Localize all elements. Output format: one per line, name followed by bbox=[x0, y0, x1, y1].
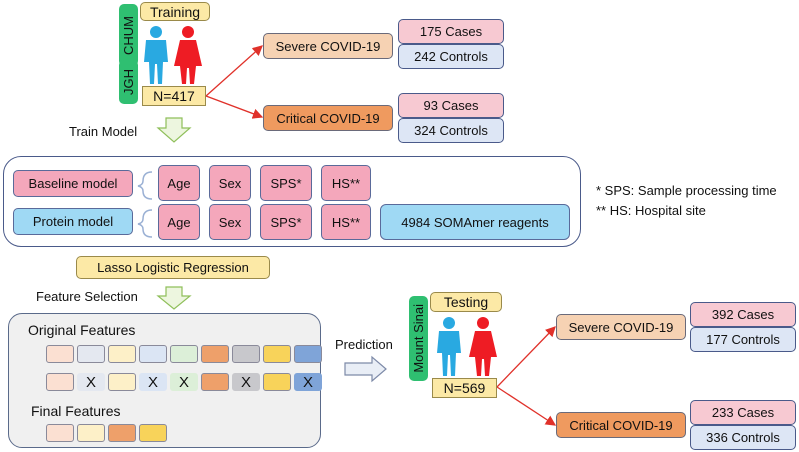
testing-critical-box: Critical COVID-19 bbox=[556, 412, 686, 438]
feature-cell bbox=[108, 373, 136, 391]
feature-cell bbox=[263, 345, 291, 363]
male-figure-icon bbox=[144, 26, 168, 84]
train-model-label: Train Model bbox=[69, 124, 138, 139]
removed-mark: X bbox=[240, 373, 251, 391]
site-jgh-text: JGH bbox=[121, 69, 136, 95]
feature-cell bbox=[139, 345, 167, 363]
training-severe-box: Severe COVID-19 bbox=[263, 33, 393, 59]
feature-cell bbox=[201, 345, 229, 363]
feature-cell bbox=[77, 424, 105, 442]
note-hs: ** HS: Hospital site bbox=[596, 203, 706, 218]
protein-feature-hs: HS** bbox=[321, 204, 371, 240]
testing-label: Testing bbox=[430, 292, 502, 312]
original-features-label: Original Features bbox=[28, 322, 136, 338]
feature-cell bbox=[170, 345, 198, 363]
down-arrow-feature bbox=[156, 286, 192, 310]
training-label: Training bbox=[140, 2, 210, 21]
down-arrow-train bbox=[156, 117, 192, 143]
feature-cell bbox=[46, 424, 74, 442]
arrow-train-critical bbox=[205, 95, 264, 119]
arrow-train-severe bbox=[205, 45, 263, 97]
baseline-model-box: Baseline model bbox=[13, 170, 133, 197]
prediction-label: Prediction bbox=[335, 337, 393, 352]
feature-cell bbox=[232, 345, 260, 363]
feature-cell bbox=[139, 424, 167, 442]
training-critical-controls: 324 Controls bbox=[398, 118, 504, 143]
final-features-label: Final Features bbox=[31, 403, 121, 419]
baseline-feature-sps: SPS* bbox=[260, 165, 312, 201]
female-figure-icon bbox=[469, 317, 497, 376]
removed-mark: X bbox=[147, 373, 158, 391]
feature-cell: X bbox=[77, 373, 105, 391]
training-n: N=417 bbox=[142, 86, 206, 106]
note-sps: * SPS: Sample processing time bbox=[596, 183, 777, 198]
feature-selection-label: Feature Selection bbox=[36, 289, 138, 304]
female-figure-icon bbox=[174, 26, 202, 84]
site-tag-chum: CHUM bbox=[119, 4, 138, 66]
male-figure-icon bbox=[437, 317, 461, 376]
training-critical-cases: 93 Cases bbox=[398, 93, 504, 118]
feature-cell bbox=[108, 345, 136, 363]
baseline-feature-hs: HS** bbox=[321, 165, 371, 201]
feature-cell: X bbox=[232, 373, 260, 391]
arrow-test-critical bbox=[496, 386, 557, 426]
site-chum-text: CHUM bbox=[121, 15, 136, 55]
baseline-feature-age: Age bbox=[158, 165, 200, 201]
protein-feature-sex: Sex bbox=[209, 204, 251, 240]
testing-severe-box: Severe COVID-19 bbox=[556, 314, 686, 340]
removed-mark: X bbox=[302, 373, 313, 391]
feature-cell: X bbox=[139, 373, 167, 391]
protein-feature-sps: SPS* bbox=[260, 204, 312, 240]
training-critical-box: Critical COVID-19 bbox=[263, 105, 393, 131]
feature-cell bbox=[263, 373, 291, 391]
model-panel bbox=[3, 156, 581, 247]
bracket-baseline bbox=[137, 171, 153, 200]
feature-cell bbox=[201, 373, 229, 391]
feature-cell bbox=[77, 345, 105, 363]
protein-feature-age: Age bbox=[158, 204, 200, 240]
feature-cell: X bbox=[170, 373, 198, 391]
testing-critical-controls: 336 Controls bbox=[690, 425, 796, 450]
feature-cell: X bbox=[294, 373, 322, 391]
feature-cell bbox=[108, 424, 136, 442]
bracket-protein bbox=[137, 209, 153, 238]
testing-n: N=569 bbox=[432, 378, 497, 398]
prediction-arrow bbox=[344, 355, 387, 383]
training-severe-cases: 175 Cases bbox=[398, 19, 504, 44]
site-mount-sinai-text: Mount Sinai bbox=[411, 304, 426, 373]
site-tag-jgh: JGH bbox=[119, 60, 138, 104]
feature-cell bbox=[46, 373, 74, 391]
site-tag-mount-sinai: Mount Sinai bbox=[409, 296, 428, 381]
training-severe-controls: 242 Controls bbox=[398, 44, 504, 69]
lasso-box: Lasso Logistic Regression bbox=[76, 256, 270, 279]
testing-critical-cases: 233 Cases bbox=[690, 400, 796, 425]
feature-cell bbox=[294, 345, 322, 363]
testing-severe-cases: 392 Cases bbox=[690, 302, 796, 327]
somamer-reagents-box: 4984 SOMAmer reagents bbox=[380, 204, 570, 240]
removed-mark: X bbox=[85, 373, 96, 391]
feature-cell bbox=[46, 345, 74, 363]
removed-mark: X bbox=[178, 373, 189, 391]
testing-severe-controls: 177 Controls bbox=[690, 327, 796, 352]
protein-model-box: Protein model bbox=[13, 208, 133, 235]
baseline-feature-sex: Sex bbox=[209, 165, 251, 201]
arrow-test-severe bbox=[496, 326, 556, 388]
